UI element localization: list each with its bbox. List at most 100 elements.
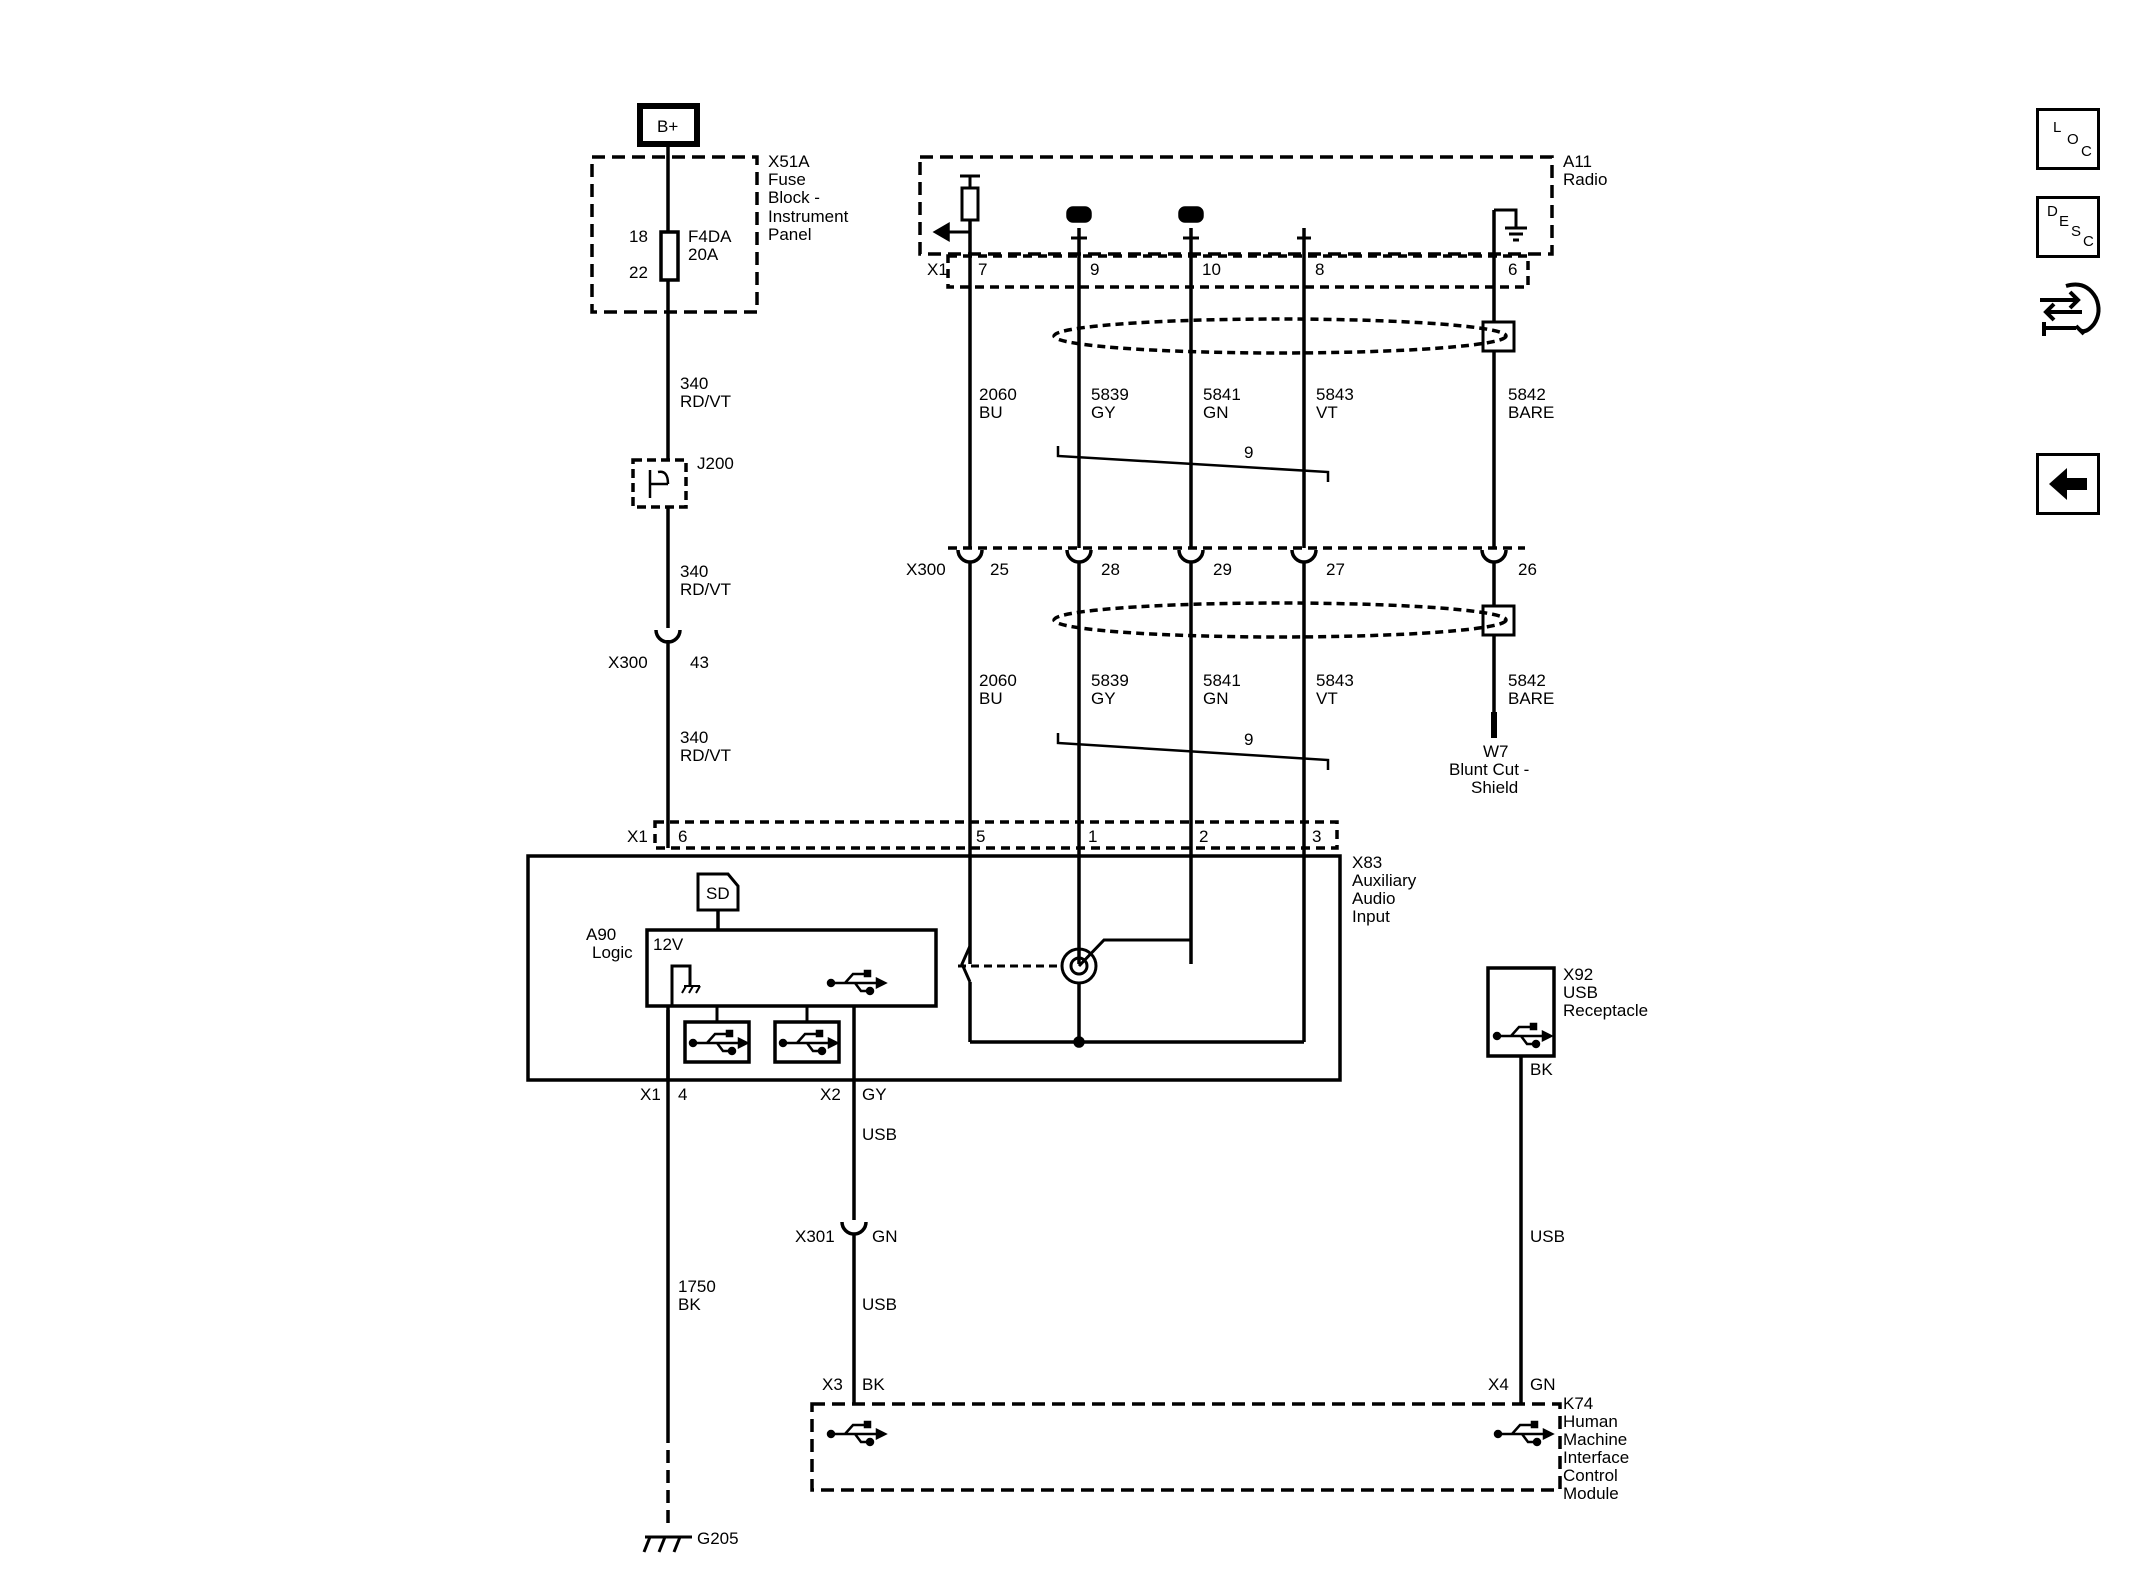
radio-outline bbox=[918, 155, 1554, 256]
x300-main-pin: 43 bbox=[690, 653, 709, 672]
desc-letter-d: D bbox=[2047, 203, 2058, 220]
aux-connector-label: X1 bbox=[627, 827, 648, 846]
usb-icon-hmi-right bbox=[1493, 1420, 1555, 1447]
radio-connector-x1 bbox=[946, 254, 1530, 289]
radio-pin-polarity bbox=[1071, 230, 1311, 246]
x300-id: X300 bbox=[906, 560, 946, 579]
circuit-2060-b-num: 2060 bbox=[979, 671, 1017, 690]
usb-receptacle-box bbox=[1486, 966, 1556, 1058]
aux-x1-pin4: 4 bbox=[678, 1085, 687, 1104]
hmi-x3: X3 bbox=[822, 1375, 843, 1394]
usb-icon-hmi-left bbox=[826, 1420, 888, 1447]
radio-pin-10: 10 bbox=[1202, 260, 1221, 279]
aux-x1-bottom: X1 bbox=[640, 1085, 661, 1104]
circuit-5842-b-num: 5842 bbox=[1508, 671, 1546, 690]
aux-module-line3: Input bbox=[1352, 907, 1390, 926]
usb-icon-port-1 bbox=[688, 1029, 750, 1056]
circuit-5841-a-color: GN bbox=[1203, 403, 1229, 422]
shield-id: W7 bbox=[1483, 742, 1509, 761]
back-button[interactable] bbox=[2036, 453, 2100, 515]
location-button[interactable]: L O C bbox=[2036, 108, 2100, 170]
hmi-line2: Machine bbox=[1563, 1430, 1627, 1449]
logic-id: A90 bbox=[586, 925, 616, 944]
usb-receptacle-color: BK bbox=[1530, 1060, 1553, 1079]
hmi-x4: X4 bbox=[1488, 1375, 1509, 1394]
ground-label: G205 bbox=[697, 1529, 739, 1548]
x300-pin-25: 25 bbox=[990, 560, 1009, 579]
fuse-block-line1: Fuse bbox=[768, 170, 806, 189]
usb-icon-logic bbox=[826, 969, 888, 996]
x300-main-id: X300 bbox=[608, 653, 648, 672]
circuit-1750-num: 1750 bbox=[678, 1277, 716, 1296]
radio-pin-8: 8 bbox=[1315, 260, 1324, 279]
circuit-340-b-color: RD/VT bbox=[680, 580, 731, 599]
fuse-name: F4DA bbox=[688, 227, 732, 246]
x300-pin-28: 28 bbox=[1101, 560, 1120, 579]
radio-pin-7: 7 bbox=[978, 260, 987, 279]
circuit-2060-a-color: BU bbox=[979, 403, 1003, 422]
usb-receptacle-line2: Receptacle bbox=[1563, 1001, 1648, 1020]
twist-count-b: 9 bbox=[1244, 730, 1253, 749]
aux-x2-color: GY bbox=[862, 1085, 887, 1104]
circuit-5841-b-num: 5841 bbox=[1203, 671, 1241, 690]
radio-name: Radio bbox=[1563, 170, 1607, 189]
aux-module-id: X83 bbox=[1352, 853, 1382, 872]
aux-pin-2: 2 bbox=[1199, 827, 1208, 846]
radio-connector-label: X1 bbox=[927, 260, 948, 279]
aux-module-line2: Audio bbox=[1352, 889, 1395, 908]
desc-letter-e: E bbox=[2059, 213, 2070, 230]
hmi-x3-color: BK bbox=[862, 1375, 885, 1394]
back-arrow-icon bbox=[2049, 468, 2087, 500]
circuit-5842-a-color: BARE bbox=[1508, 403, 1554, 422]
hmi-line1: Human bbox=[1563, 1412, 1618, 1431]
splice-j200 bbox=[631, 458, 688, 509]
radio-id: A11 bbox=[1563, 152, 1592, 171]
service-procedure-button[interactable] bbox=[2036, 276, 2106, 356]
shield-line1: Blunt Cut - bbox=[1449, 760, 1529, 779]
radio-pin-9: 9 bbox=[1090, 260, 1099, 279]
usb-receptacle-id: X92 bbox=[1563, 965, 1593, 984]
aux-pin-3: 3 bbox=[1312, 827, 1321, 846]
aux-usb-label: USB bbox=[862, 1125, 897, 1144]
radio-pin-6: 6 bbox=[1508, 260, 1517, 279]
loc-letter-l: L bbox=[2053, 119, 2062, 136]
hmi-line3: Interface bbox=[1563, 1448, 1629, 1467]
twist-count-a: 9 bbox=[1244, 443, 1253, 462]
circuit-5843-b-color: VT bbox=[1316, 689, 1338, 708]
hmi-module-outline bbox=[810, 1402, 1562, 1492]
description-button[interactable]: D E S C bbox=[2036, 196, 2100, 258]
usb-icon-receptacle bbox=[1492, 1022, 1554, 1049]
desc-letter-s: S bbox=[2071, 223, 2082, 240]
usb-receptacle-usb: USB bbox=[1530, 1227, 1565, 1246]
circuit-5839-a-color: GY bbox=[1091, 403, 1116, 422]
circuit-5843-b-num: 5843 bbox=[1316, 671, 1354, 690]
loc-letter-o: O bbox=[2067, 131, 2079, 148]
circuit-5839-b-color: GY bbox=[1091, 689, 1116, 708]
usb-icon-port-2 bbox=[778, 1029, 840, 1056]
circuit-5839-a-num: 5839 bbox=[1091, 385, 1129, 404]
circuit-2060-b-color: BU bbox=[979, 689, 1003, 708]
circuit-5843-a-color: VT bbox=[1316, 403, 1338, 422]
logic-block bbox=[645, 928, 938, 1008]
x300-pin-27: 27 bbox=[1326, 560, 1345, 579]
circuit-340-c-color: RD/VT bbox=[680, 746, 731, 765]
fuse-block-id: X51A bbox=[768, 152, 810, 171]
logic-name: Logic bbox=[592, 943, 633, 962]
circuit-340-c-num: 340 bbox=[680, 728, 708, 747]
circuit-5842-a-num: 5842 bbox=[1508, 385, 1546, 404]
aux-module-outline bbox=[526, 854, 1342, 1082]
fuse-block-line2: Block - bbox=[768, 188, 820, 207]
aux-pin-6: 6 bbox=[678, 827, 687, 846]
sd-label: SD bbox=[706, 884, 730, 903]
circuit-5843-a-num: 5843 bbox=[1316, 385, 1354, 404]
usb-receptacle-line1: USB bbox=[1563, 983, 1598, 1002]
aux-x2-label: X2 bbox=[820, 1085, 841, 1104]
desc-letter-c: C bbox=[2083, 233, 2094, 250]
circuit-340-b-num: 340 bbox=[680, 562, 708, 581]
hmi-x4-color: GN bbox=[1530, 1375, 1556, 1394]
battery-label: B+ bbox=[657, 117, 678, 136]
circuit-2060-a-num: 2060 bbox=[979, 385, 1017, 404]
x300-pin-29: 29 bbox=[1213, 560, 1232, 579]
fuse-rating: 20A bbox=[688, 245, 719, 264]
